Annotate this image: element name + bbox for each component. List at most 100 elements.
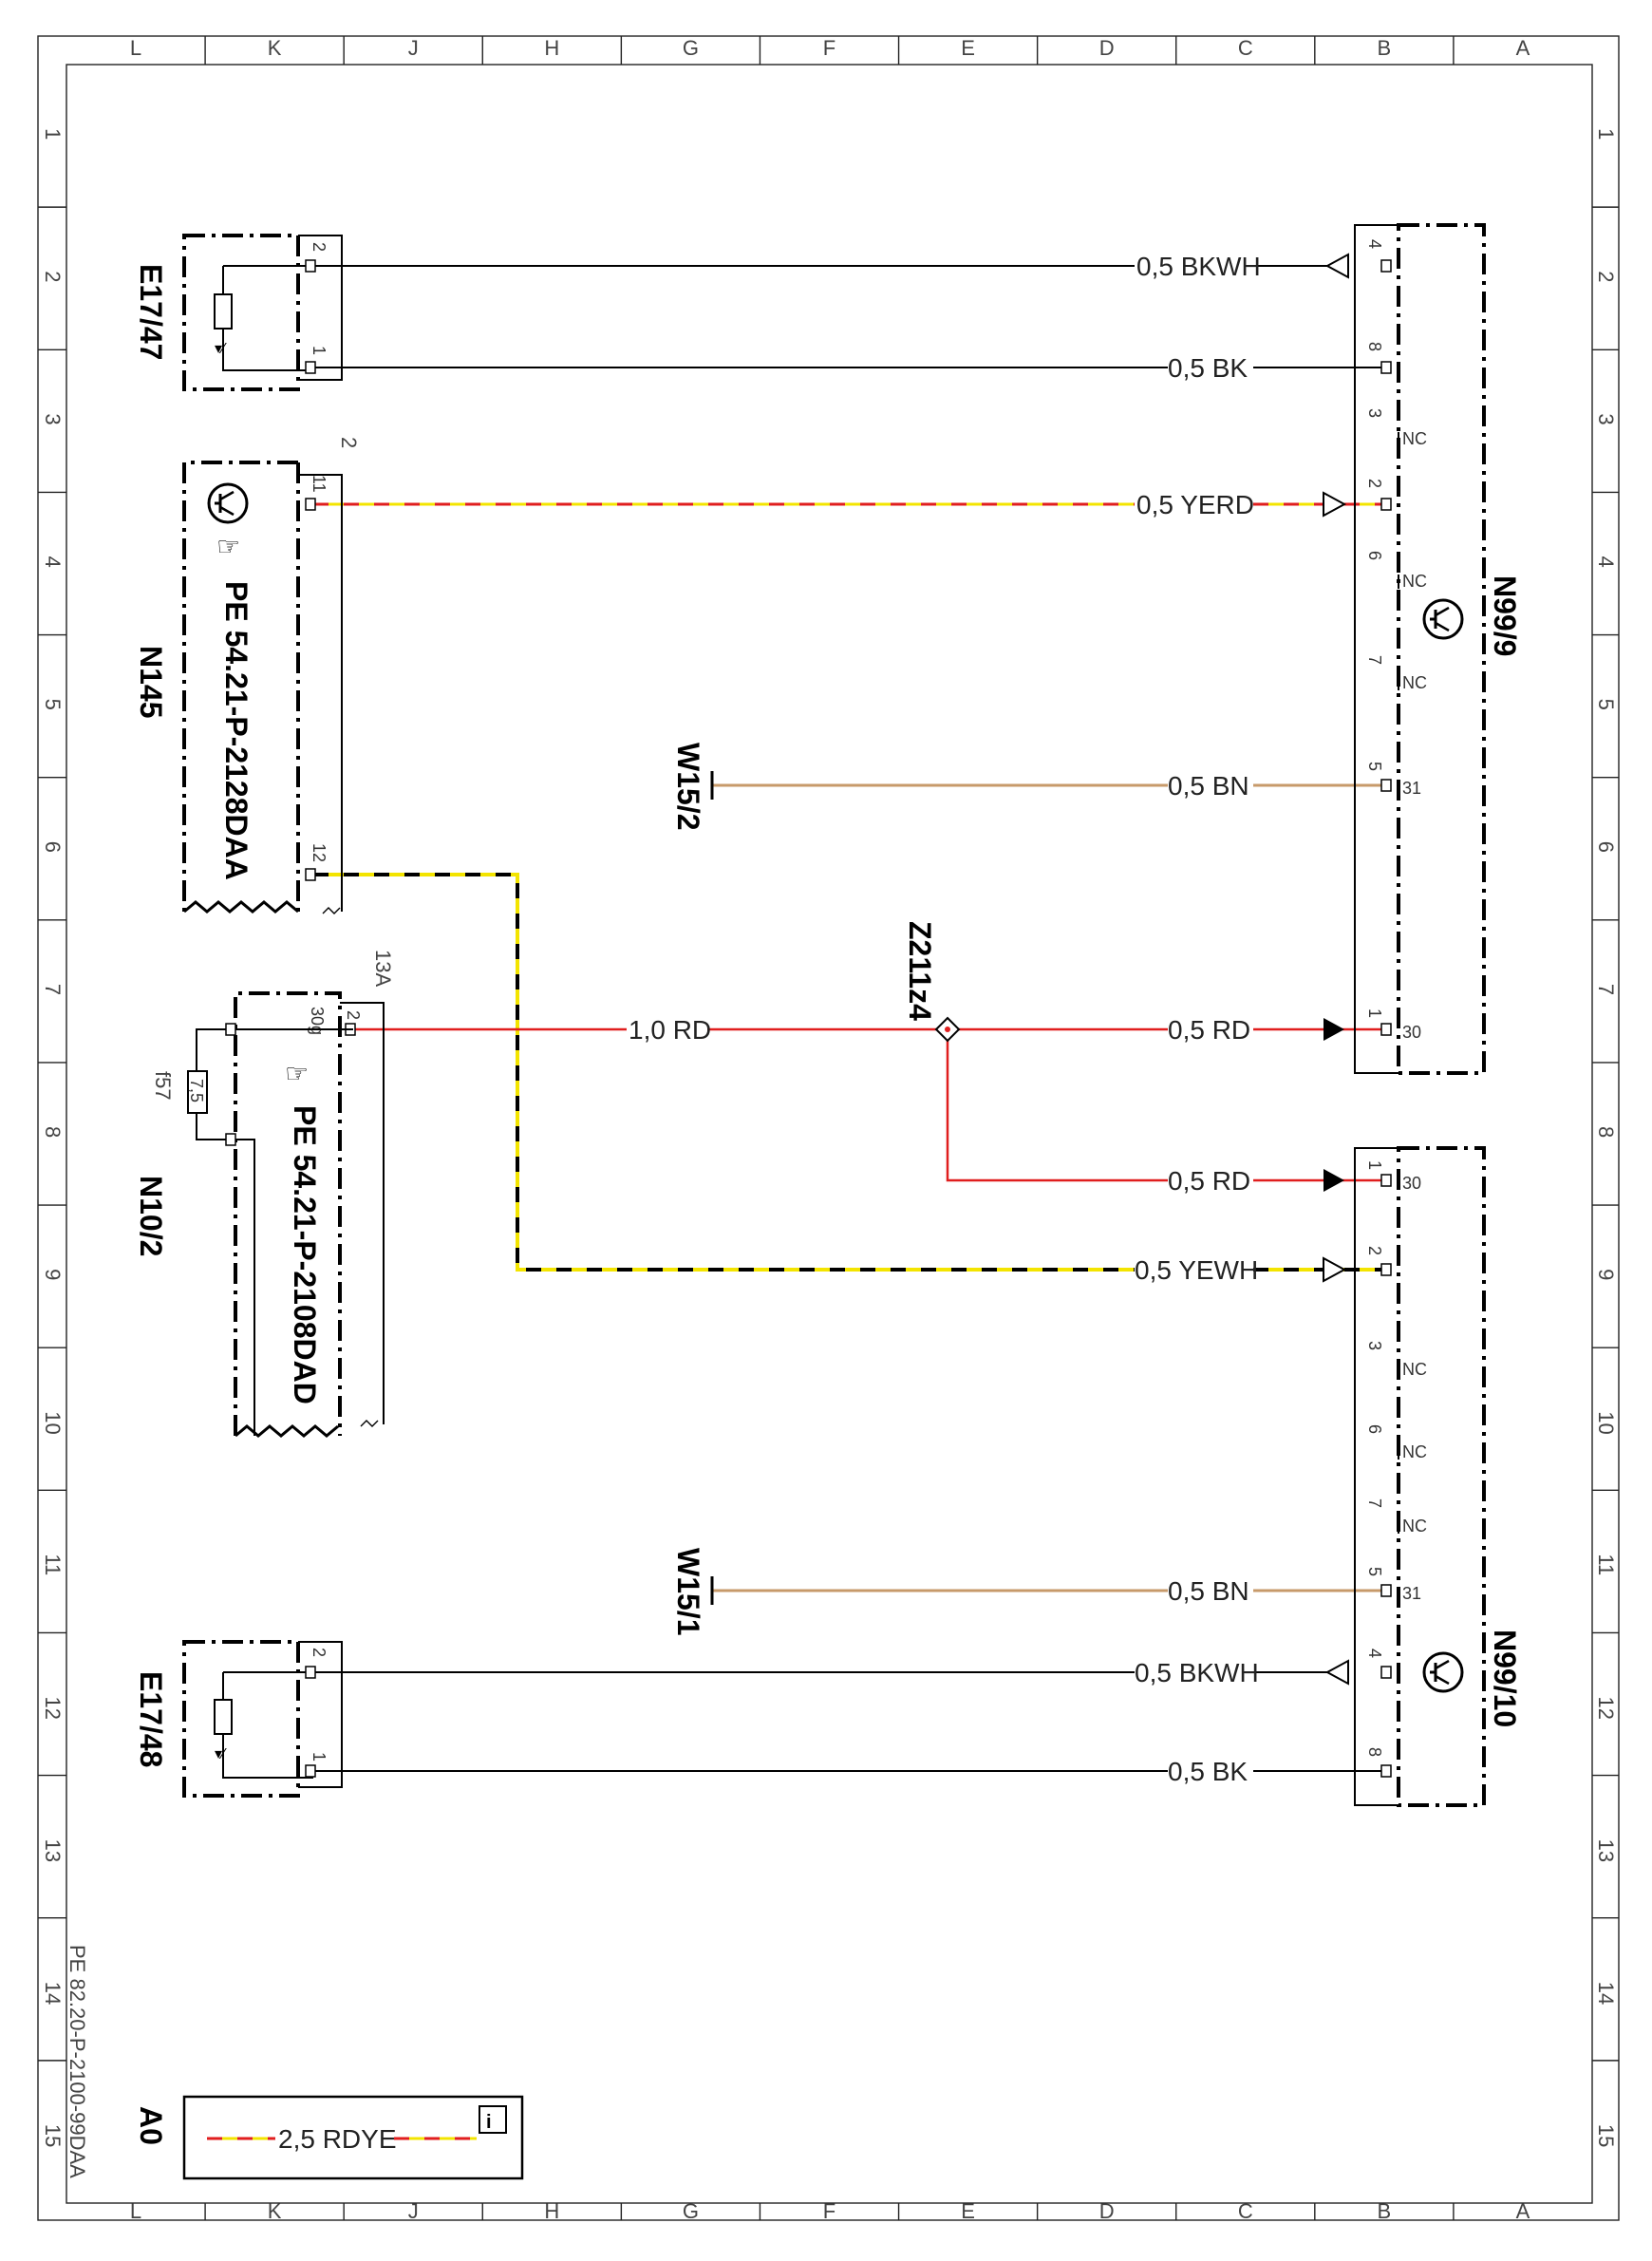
component-n99-9: 4 8 3 2 6 7 5 1 NC NC NC 31 30 N99/9: [1354, 223, 1522, 1075]
grid-row-left-15: 15: [41, 2124, 65, 2147]
grid-col-top-B: B: [1378, 36, 1392, 60]
grid-col-bottom-K: K: [268, 2199, 282, 2223]
wire-e17-48-bk: 0,5 BK: [313, 1757, 1386, 1786]
svg-text:NC: NC: [1402, 1442, 1427, 1461]
svg-text:30: 30: [1402, 1023, 1421, 1042]
label-n10-2: N10/2: [134, 1176, 168, 1256]
splice-label: Z211z4: [903, 921, 937, 1021]
svg-text:1: 1: [1365, 1008, 1384, 1018]
wire-label-rd-main: 1,0 RD: [629, 1015, 711, 1045]
hand-pointer-icon-2: ☞: [285, 1059, 309, 1088]
svg-text:2: 2: [1365, 479, 1384, 488]
svg-text:NC: NC: [1402, 1517, 1427, 1536]
led-icon-2: ▾⁄: [215, 1746, 227, 1762]
svg-text:7: 7: [1365, 655, 1384, 665]
svg-text:4: 4: [1365, 1649, 1384, 1658]
svg-text:NC: NC: [1402, 1360, 1427, 1379]
svg-text:7: 7: [1365, 1498, 1384, 1508]
svg-text:3: 3: [1365, 408, 1384, 418]
grid-col-bottom-F: F: [823, 2199, 835, 2223]
ground-w15-1: W15/1: [671, 1548, 714, 1635]
grid-row-right-8: 8: [1594, 1126, 1618, 1138]
sheet-label: A0: [134, 2106, 168, 2145]
svg-text:31: 31: [1402, 1584, 1421, 1603]
wire-label-rd-upper: 0,5 RD: [1168, 1015, 1250, 1045]
grid-col-bottom-H: H: [544, 2199, 559, 2223]
svg-text:NC: NC: [1402, 572, 1427, 591]
transistor-icon-n99-10: [1422, 1651, 1464, 1693]
wire-label-rd-lower: 0,5 RD: [1168, 1166, 1250, 1196]
led-icon: ▾⁄: [215, 341, 227, 357]
grid-col-top-F: F: [823, 36, 835, 60]
grid-row-right-14: 14: [1594, 1982, 1618, 2005]
svg-text:30g: 30g: [308, 1007, 327, 1035]
transistor-icon-n99-9: [1422, 598, 1464, 640]
grid-row-left-9: 9: [41, 1269, 65, 1280]
svg-text:1: 1: [1365, 1160, 1384, 1170]
grid-col-top-A: A: [1516, 36, 1530, 60]
grid-row-right-3: 3: [1594, 413, 1618, 424]
wire-label-bn-bottom: 0,5 BN: [1168, 1576, 1249, 1606]
label-e17-47: E17/47: [134, 264, 168, 360]
wire-label-yerd: 0,5 YERD: [1136, 490, 1254, 519]
label-n99-9: N99/9: [1488, 575, 1522, 656]
ground-label-w15-1: W15/1: [671, 1548, 705, 1635]
grid-col-bottom-L: L: [130, 2199, 141, 2223]
svg-text:13A: 13A: [371, 950, 395, 987]
grid-col-bottom-G: G: [683, 2199, 699, 2223]
hand-pointer-icon: ☞: [216, 532, 240, 561]
wire-n145-yerd: 0,5 YERD: [313, 490, 1386, 519]
legend-wire-label: 2,5 RDYE: [278, 2124, 397, 2154]
wire-label-bkwh: 0,5 BKWH: [1136, 252, 1261, 281]
document-reference: PE 82.20-P-2100-99DAA: [66, 1945, 89, 2178]
grid-col-top-G: G: [683, 36, 699, 60]
n145-reference: PE 54.21-P-2128DAA: [219, 581, 253, 880]
grid-col-bottom-D: D: [1099, 2199, 1115, 2223]
svg-text:31: 31: [1402, 779, 1421, 798]
grid-row-right-15: 15: [1594, 2124, 1618, 2147]
grid-col-top-L: L: [130, 36, 141, 60]
grid-row-left-3: 3: [41, 413, 65, 424]
svg-text:4: 4: [1365, 239, 1384, 249]
svg-text:1: 1: [310, 346, 329, 355]
grid-col-top-K: K: [268, 36, 282, 60]
grid-col-top-H: H: [544, 36, 559, 60]
grid-row-right-7: 7: [1594, 984, 1618, 995]
grid-row-right-5: 5: [1594, 699, 1618, 710]
ground-label-w15-2: W15/2: [671, 743, 705, 830]
wire-w15-1-bn: 0,5 BN: [712, 1576, 1386, 1606]
grid-col-bottom-E: E: [961, 2199, 975, 2223]
grid-row-left-12: 12: [41, 1697, 65, 1720]
component-n145: 11 12 2 ☞ PE 54.21-P-2128DAA N145: [134, 437, 361, 916]
legend-box: 2,5 RDYE i A0: [134, 2095, 524, 2180]
wire-n10-2-rd: 1,0 RD 0,5 RD 0,5 RD: [353, 1015, 1386, 1196]
svg-text:NC: NC: [1402, 673, 1427, 692]
grid-row-right-13: 13: [1594, 1839, 1618, 1862]
svg-text:2: 2: [310, 1648, 329, 1657]
wire-label-bk: 0,5 BK: [1168, 353, 1248, 383]
wire-label-yewh: 0,5 YEWH: [1135, 1255, 1258, 1285]
svg-text:6: 6: [1365, 551, 1384, 560]
wire-e17-48-bkwh: 0,5 BKWH: [313, 1658, 1349, 1687]
grid-row-right-2: 2: [1594, 271, 1618, 282]
grid-row-left-6: 6: [41, 841, 65, 853]
wire-label-bk-bottom: 0,5 BK: [1168, 1757, 1248, 1786]
grid-col-top-J: J: [408, 36, 419, 60]
grid-col-bottom-J: J: [408, 2199, 419, 2223]
grid-row-left-8: 8: [41, 1126, 65, 1138]
grid-row-right-1: 1: [1594, 128, 1618, 140]
label-f57: f57: [151, 1071, 175, 1101]
wire-n145-yewh: 0,5 YEWH: [313, 873, 1386, 1285]
grid-row-right-6: 6: [1594, 841, 1618, 853]
component-n10-2: 2 30g 13A 7,5 f57 ☞ PE 54.21-P-2108DAD N…: [134, 950, 395, 1438]
ground-w15-2: W15/2: [671, 743, 714, 830]
svg-text:30: 30: [1402, 1174, 1421, 1193]
svg-text:3: 3: [1365, 1341, 1384, 1350]
info-icon: i: [486, 2112, 492, 2133]
grid-row-right-9: 9: [1594, 1269, 1618, 1280]
wire-e17-47-bk: 0,5 BK: [313, 353, 1386, 383]
grid-row-left-11: 11: [41, 1554, 65, 1575]
grid-row-left-1: 1: [41, 128, 65, 140]
